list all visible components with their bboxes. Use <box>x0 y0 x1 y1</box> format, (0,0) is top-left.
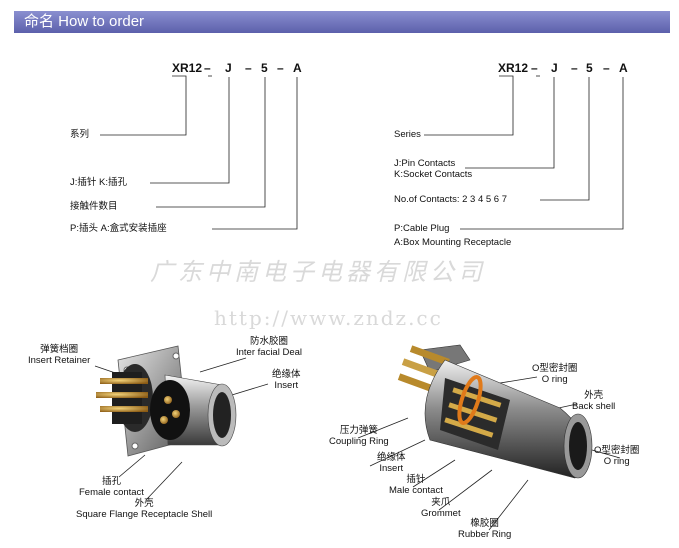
label-insert-retainer: 弹簧档圈 Insert Retainer <box>28 344 91 366</box>
left-label-contacts: 接触件数目 <box>70 201 118 212</box>
section-title: 命名 How to order <box>24 13 145 30</box>
watermark-url: http://www.zndz.cc <box>214 306 443 330</box>
right-label-series: Series <box>394 129 421 140</box>
label-flange-shell: 外壳 Square Flange Receptacle Shell <box>76 498 213 520</box>
label-o-ring-1: O型密封圈 O ring <box>532 363 578 385</box>
right-code-j: J <box>551 61 558 75</box>
label-right-insert: 绝缘体 Insert <box>377 452 406 474</box>
left-label-jk: J:插针 K:插孔 <box>70 177 128 188</box>
label-female-contact: 插孔 Female contact <box>79 476 144 498</box>
right-label-plug: P:Cable Plug <box>394 223 450 234</box>
label-interfacial-seal: 防水胶圈 Inter facial Deal <box>236 336 303 358</box>
left-code-a: A <box>293 61 302 75</box>
right-code-dash-3: – <box>603 61 610 75</box>
watermark-company: 广东中南电子电器有限公司 <box>150 258 486 286</box>
right-code-prefix: XR12 <box>498 61 529 75</box>
left-code-dash-3: – <box>277 61 284 75</box>
left-label-series: 系列 <box>70 129 90 140</box>
right-label-pin: J:Pin Contacts <box>394 158 456 169</box>
left-code-prefix: XR12 <box>172 61 203 75</box>
label-coupling-ring: 压力弹簧 Coupling Ring <box>329 425 389 447</box>
right-label-receptacle: A:Box Mounting Receptacle <box>394 237 512 248</box>
right-label-contacts: No.of Contacts: 2 3 4 5 6 7 <box>394 194 508 205</box>
left-code-dash-2: – <box>245 61 252 75</box>
left-code-number: 5 <box>261 61 268 75</box>
label-rubber-ring: 橡胶圈 Rubber Ring <box>458 518 512 540</box>
right-label-socket: K:Socket Contacts <box>394 169 473 180</box>
right-code-number: 5 <box>586 61 593 75</box>
label-left-insert: 绝缘体 Insert <box>272 369 301 391</box>
right-code-dash-1: – <box>531 61 538 75</box>
label-grommet: 夹爪 Grommet <box>421 497 461 519</box>
left-code-dash-1: – <box>204 61 211 75</box>
left-code-j: J <box>225 61 232 75</box>
left-label-pa: P:插头 A:盒式安装插座 <box>70 223 167 234</box>
right-code-dash-2: – <box>571 61 578 75</box>
label-male-contact: 插针 Male contact <box>389 474 443 496</box>
label-back-shell: 外壳 Back shell <box>572 390 616 412</box>
right-code-a: A <box>619 61 628 75</box>
section-header: 命名 How to order <box>14 11 670 33</box>
label-o-ring-2: O型密封圈 O ring <box>594 445 640 467</box>
